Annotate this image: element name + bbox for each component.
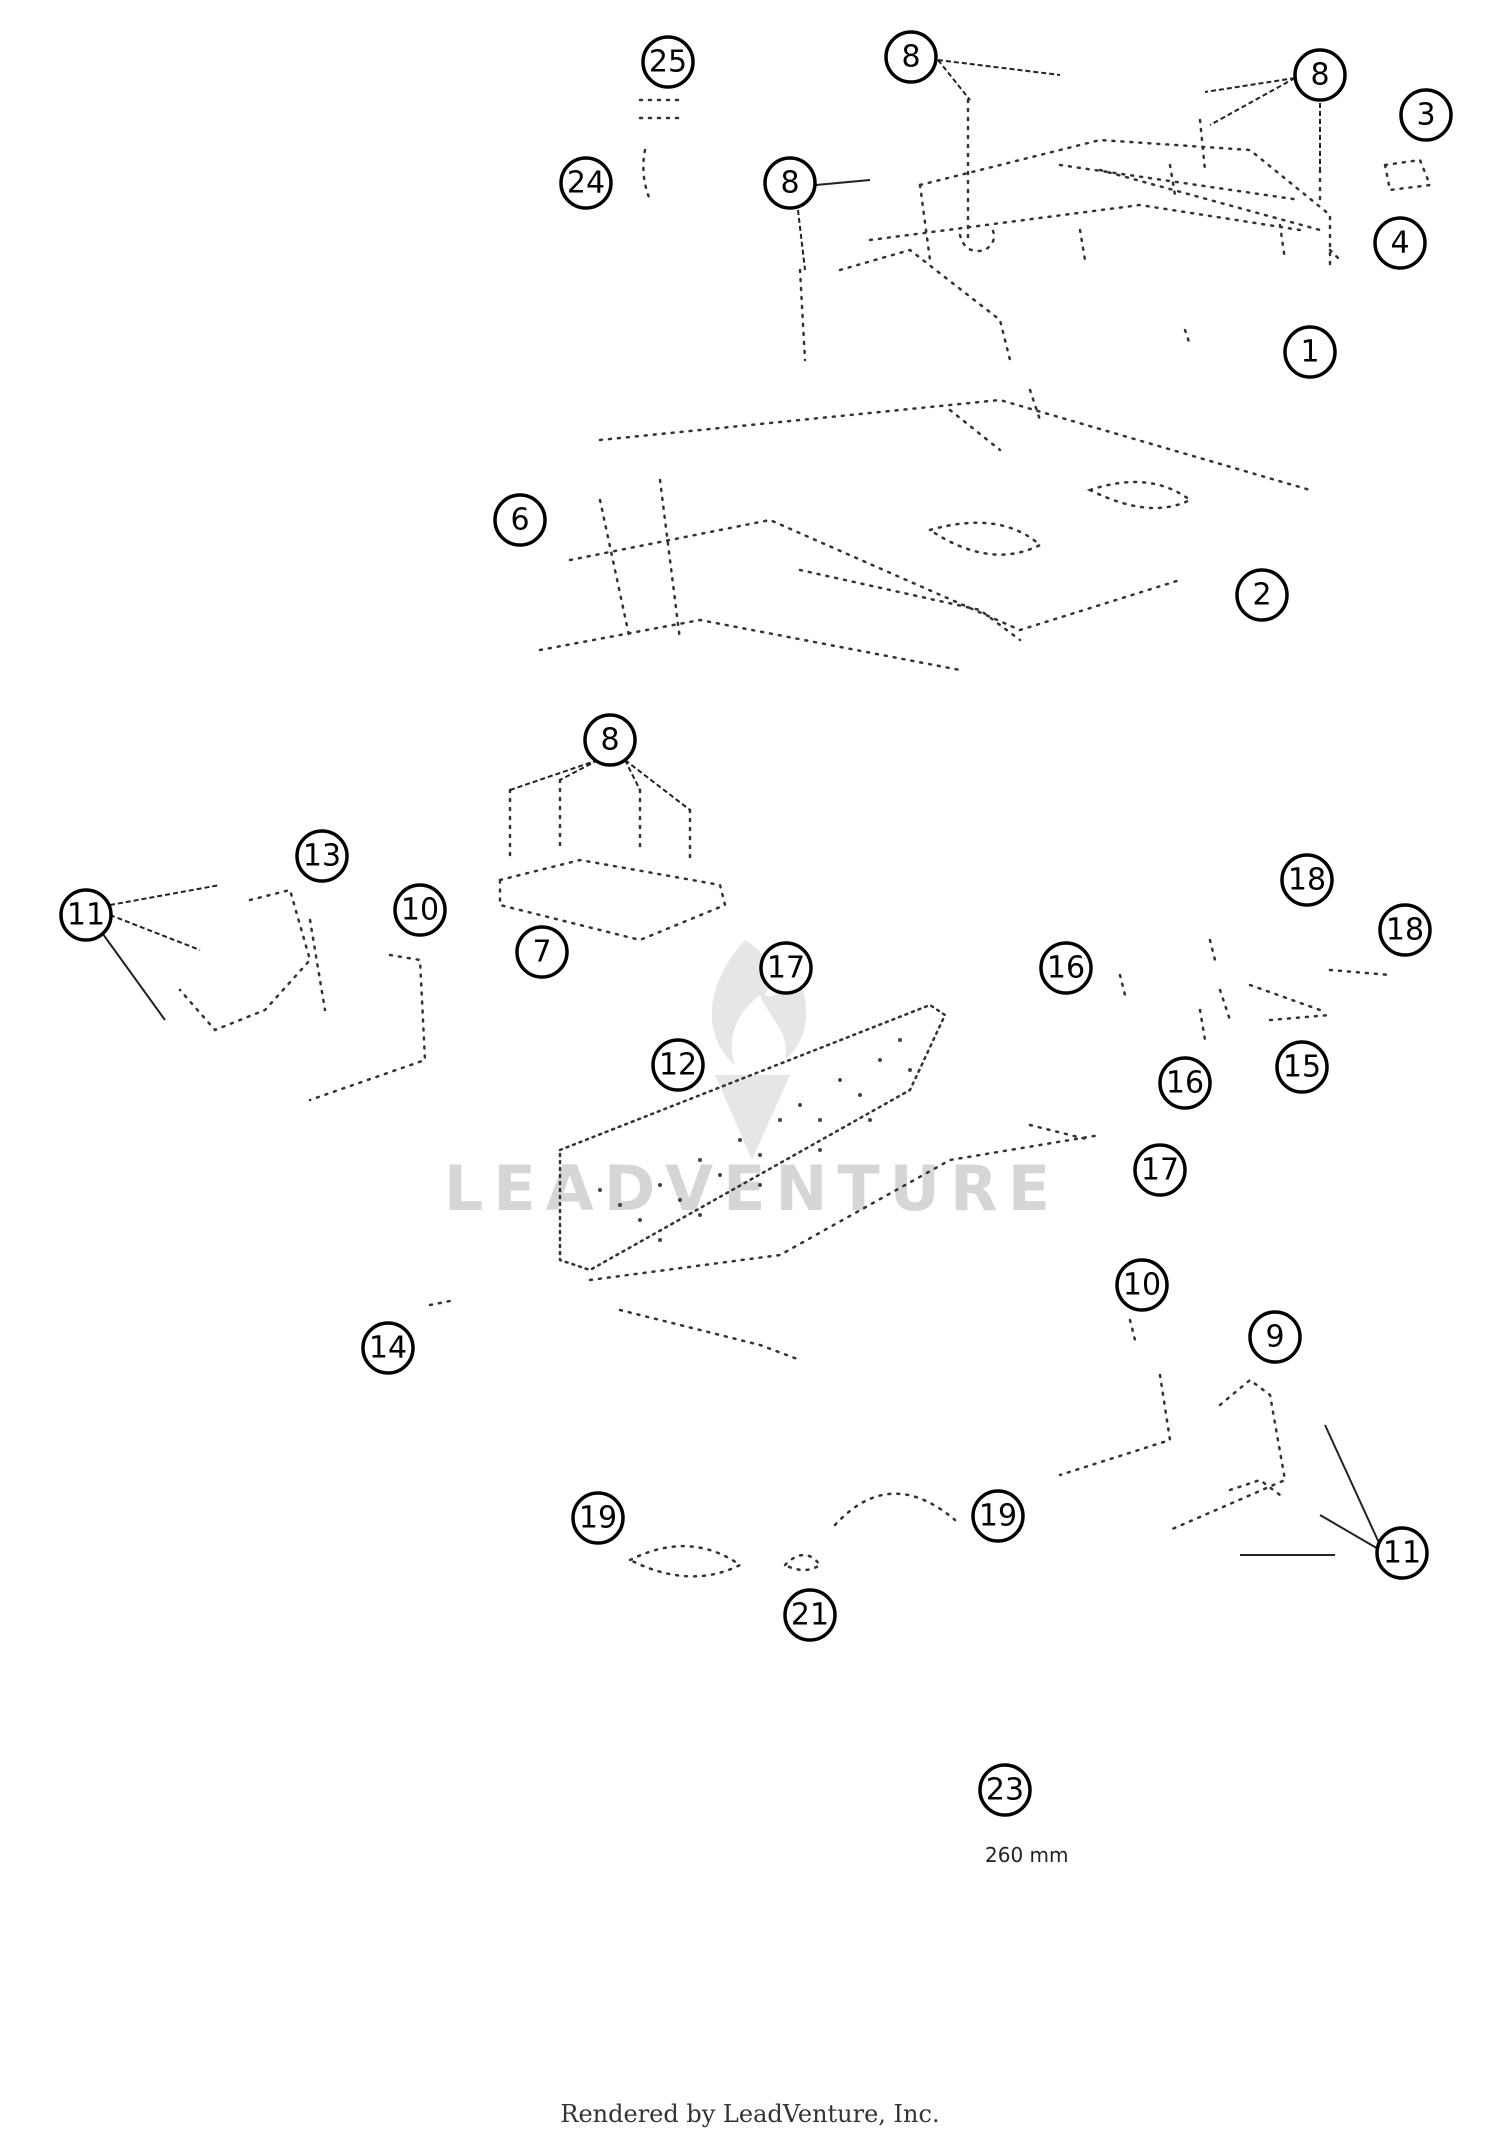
svg-text:8: 8 <box>780 166 799 201</box>
svg-text:18: 18 <box>1386 913 1424 948</box>
svg-text:19: 19 <box>979 1499 1017 1534</box>
part-25-24 <box>638 98 682 202</box>
callout-25: 25 <box>641 35 695 89</box>
svg-text:17: 17 <box>767 951 805 986</box>
svg-text:25: 25 <box>649 45 687 80</box>
callout-21: 21 <box>783 1588 837 1642</box>
callout-10: 10 <box>1115 1258 1169 1312</box>
svg-text:21: 21 <box>791 1598 829 1633</box>
callout-10: 10 <box>393 883 447 937</box>
callout-2: 2 <box>1235 568 1289 622</box>
callout-17: 17 <box>1133 1143 1187 1197</box>
svg-text:23: 23 <box>986 1773 1024 1808</box>
svg-text:11: 11 <box>1383 1536 1421 1571</box>
watermark-flame-icon <box>711 940 807 1065</box>
part-7-bracket <box>498 778 727 942</box>
callout-19: 19 <box>971 1489 1025 1543</box>
callout-17: 17 <box>759 941 813 995</box>
callout-9: 9 <box>1248 1310 1302 1364</box>
svg-text:11: 11 <box>67 898 105 933</box>
svg-text:19: 19 <box>579 1501 617 1536</box>
leader-lines <box>99 59 1381 1556</box>
callout-8: 8 <box>763 156 817 210</box>
callout-24: 24 <box>559 156 613 210</box>
callout-13: 13 <box>295 829 349 883</box>
part-14 <box>428 1298 457 1307</box>
callout-15: 15 <box>1275 1040 1329 1094</box>
callout-16: 16 <box>1039 941 1093 995</box>
callout-11: 11 <box>1375 1526 1429 1580</box>
callout-19: 19 <box>571 1491 625 1545</box>
watermark-v-icon <box>715 1075 790 1160</box>
callout-23: 23 <box>978 1763 1032 1817</box>
part-12-grate <box>558 1003 1102 1362</box>
watermark: LEADVENTURE <box>444 940 1060 1225</box>
svg-text:13: 13 <box>303 839 341 874</box>
callout-8: 8 <box>1293 48 1347 102</box>
callout-8: 8 <box>583 713 637 767</box>
callout-18: 18 <box>1280 853 1334 907</box>
part-8-fasteners-top <box>798 98 1322 362</box>
dimension-label: 260 mm <box>985 1843 1069 1867</box>
callout-3: 3 <box>1399 88 1453 142</box>
callout-14: 14 <box>361 1321 415 1375</box>
callout-1: 1 <box>1283 325 1337 379</box>
part-19-21 <box>627 1492 957 1578</box>
callouts: 25 24 8 8 8 3 4 1 6 2 8 13 11 10 7 17 12… <box>59 30 1453 1817</box>
callout-18: 18 <box>1378 903 1432 957</box>
svg-text:2: 2 <box>1252 578 1271 613</box>
part-9-10-right <box>1058 1318 1287 1532</box>
svg-text:8: 8 <box>901 40 920 75</box>
callout-16: 16 <box>1158 1056 1212 1110</box>
callout-7: 7 <box>515 925 569 979</box>
svg-text:17: 17 <box>1141 1153 1179 1188</box>
svg-text:14: 14 <box>369 1331 407 1366</box>
mesh-dots <box>598 1038 912 1242</box>
part-3-4 <box>1328 158 1432 262</box>
part-1-frame <box>838 138 1332 362</box>
svg-text:10: 10 <box>401 893 439 928</box>
svg-text:6: 6 <box>510 503 529 538</box>
svg-text:8: 8 <box>600 723 619 758</box>
callout-8: 8 <box>884 30 938 84</box>
part-15-16-18 <box>1118 938 1392 1042</box>
svg-text:4: 4 <box>1390 226 1409 261</box>
part-13-10-left <box>178 888 427 1102</box>
svg-text:12: 12 <box>659 1048 697 1083</box>
svg-text:18: 18 <box>1288 863 1326 898</box>
svg-text:7: 7 <box>532 935 551 970</box>
callout-6: 6 <box>493 493 547 547</box>
callout-12: 12 <box>651 1038 705 1092</box>
part-6-2-panel <box>538 388 1312 672</box>
svg-text:8: 8 <box>1310 58 1329 93</box>
svg-text:10: 10 <box>1123 1268 1161 1303</box>
svg-text:16: 16 <box>1166 1066 1204 1101</box>
watermark-text: LEADVENTURE <box>444 1152 1060 1225</box>
callout-11: 11 <box>59 888 113 942</box>
footer-rendered-by: Rendered by LeadVenture, Inc. <box>560 2100 939 2128</box>
svg-text:3: 3 <box>1416 98 1435 133</box>
svg-text:16: 16 <box>1047 951 1085 986</box>
callout-4: 4 <box>1373 216 1427 270</box>
svg-text:9: 9 <box>1265 1320 1284 1355</box>
svg-text:15: 15 <box>1283 1050 1321 1085</box>
svg-text:1: 1 <box>1300 335 1319 370</box>
svg-text:24: 24 <box>567 166 605 201</box>
